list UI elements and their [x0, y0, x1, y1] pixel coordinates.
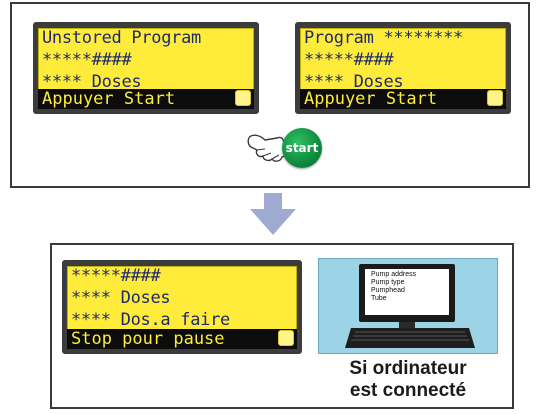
lcd-line: *****####: [71, 266, 161, 286]
screen-text-line: Pumphead: [371, 287, 405, 294]
lcd-line: *****####: [42, 50, 132, 70]
lcd-status-bar: Appuyer Start: [38, 89, 254, 109]
lcd-status-bar: Appuyer Start: [300, 89, 506, 109]
lcd-corner-key: [235, 90, 251, 106]
lcd-line: **** Doses: [42, 72, 142, 92]
lcd-status-bar: Stop pour pause: [67, 329, 297, 349]
screen-text-line: Tube: [371, 295, 387, 302]
screen-text-line: Pump address: [371, 271, 417, 278]
pointing-hand-icon: [247, 134, 303, 162]
lcd-line: **** Dos.a faire: [71, 310, 230, 330]
screen-text-line: Pump type: [371, 279, 405, 286]
lcd-line: **** Doses: [71, 288, 171, 308]
lcd-line: *****####: [304, 50, 394, 70]
lcd-line: Unstored Program: [42, 28, 201, 48]
lcd-line: **** Doses: [304, 72, 404, 92]
computer-monitor-icon: [345, 264, 475, 348]
lcd-display-program: Program ******** *****#### **** Doses Ap…: [295, 22, 511, 114]
lcd-corner-key: [487, 90, 503, 106]
lcd-line: Program ********: [304, 28, 463, 48]
start-button[interactable]: start: [282, 128, 322, 168]
down-arrow-icon: [250, 193, 296, 235]
lcd-corner-key: [278, 330, 294, 346]
caption-line: Si ordinateur: [349, 358, 467, 379]
lcd-display-unstored: Unstored Program *****#### **** Doses Ap…: [33, 22, 259, 114]
caption-line: est connecté: [349, 380, 467, 401]
lcd-display-running: *****#### **** Doses **** Dos.a faire St…: [62, 260, 302, 354]
